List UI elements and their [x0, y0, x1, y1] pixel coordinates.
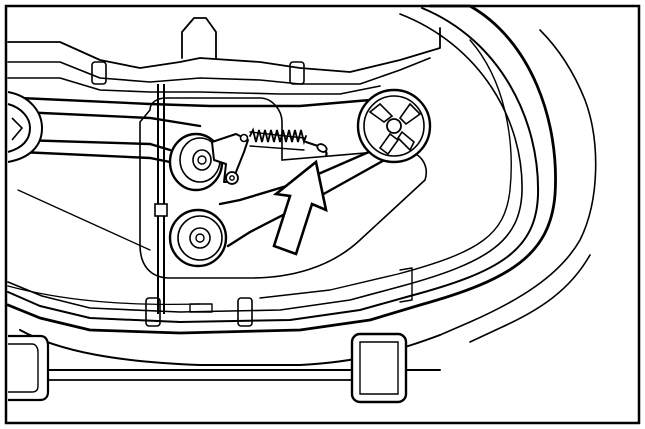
mower-deck	[6, 4, 597, 371]
idler-arm-spring-eye	[239, 133, 249, 143]
bottom-clip-right	[237, 297, 253, 327]
top-mount-bracket	[181, 17, 217, 59]
belt-right-run-1	[218, 146, 380, 206]
deck-top-plate-lower	[7, 77, 381, 95]
control-rod	[154, 84, 168, 314]
deck-top-plate	[7, 27, 441, 73]
rod-clip	[154, 203, 168, 217]
right-spindle-pulley	[356, 88, 432, 164]
bottom-slot	[189, 303, 213, 313]
deck-top-plate-inner	[7, 57, 431, 85]
right-spindle-hub	[386, 118, 402, 134]
fixed-idler-hub-inner	[195, 233, 205, 243]
deck-inner-edge-1	[7, 7, 540, 323]
idler-pulley	[168, 132, 224, 192]
belt-lower-inner	[18, 150, 172, 164]
spring-coils	[249, 127, 307, 146]
deck-right-ledge	[399, 267, 413, 303]
tension-spring	[249, 127, 328, 158]
right-spindle-vane-2	[398, 102, 422, 126]
arrow-icon	[272, 159, 328, 256]
deck-skirt-side-2	[469, 254, 591, 343]
fixed-idler-pulley	[168, 208, 228, 268]
deck-wheel-right	[350, 332, 408, 404]
bottom-clip-left	[145, 297, 161, 327]
idler-hub-inner	[197, 155, 207, 165]
deck-skirt-side	[439, 29, 597, 336]
right-spindle-vane-4	[396, 130, 415, 152]
belt-lower-outer	[18, 138, 172, 152]
deck-inner-edge-2	[7, 13, 523, 313]
deck-outer-edge	[6, 4, 557, 335]
top-clip-right	[289, 61, 305, 85]
idler-arm	[211, 133, 249, 185]
deck-inner-edge-3	[259, 39, 512, 299]
spring-hook-tip	[316, 143, 328, 153]
deck-rib-bottom	[7, 285, 201, 306]
deck-rib-left	[17, 189, 151, 251]
left-spindle-pulley	[7, 91, 44, 163]
direction-arrow	[272, 159, 328, 256]
right-spindle-vane-1	[368, 102, 394, 123]
belt-upper-inner	[18, 110, 202, 128]
drive-belt	[18, 96, 430, 248]
figure-border	[4, 4, 641, 425]
top-clip-left	[91, 61, 107, 85]
right-spindle-vane-3	[378, 132, 400, 156]
belt-upper-outer	[18, 96, 372, 108]
deck-wheel-left	[8, 334, 50, 402]
